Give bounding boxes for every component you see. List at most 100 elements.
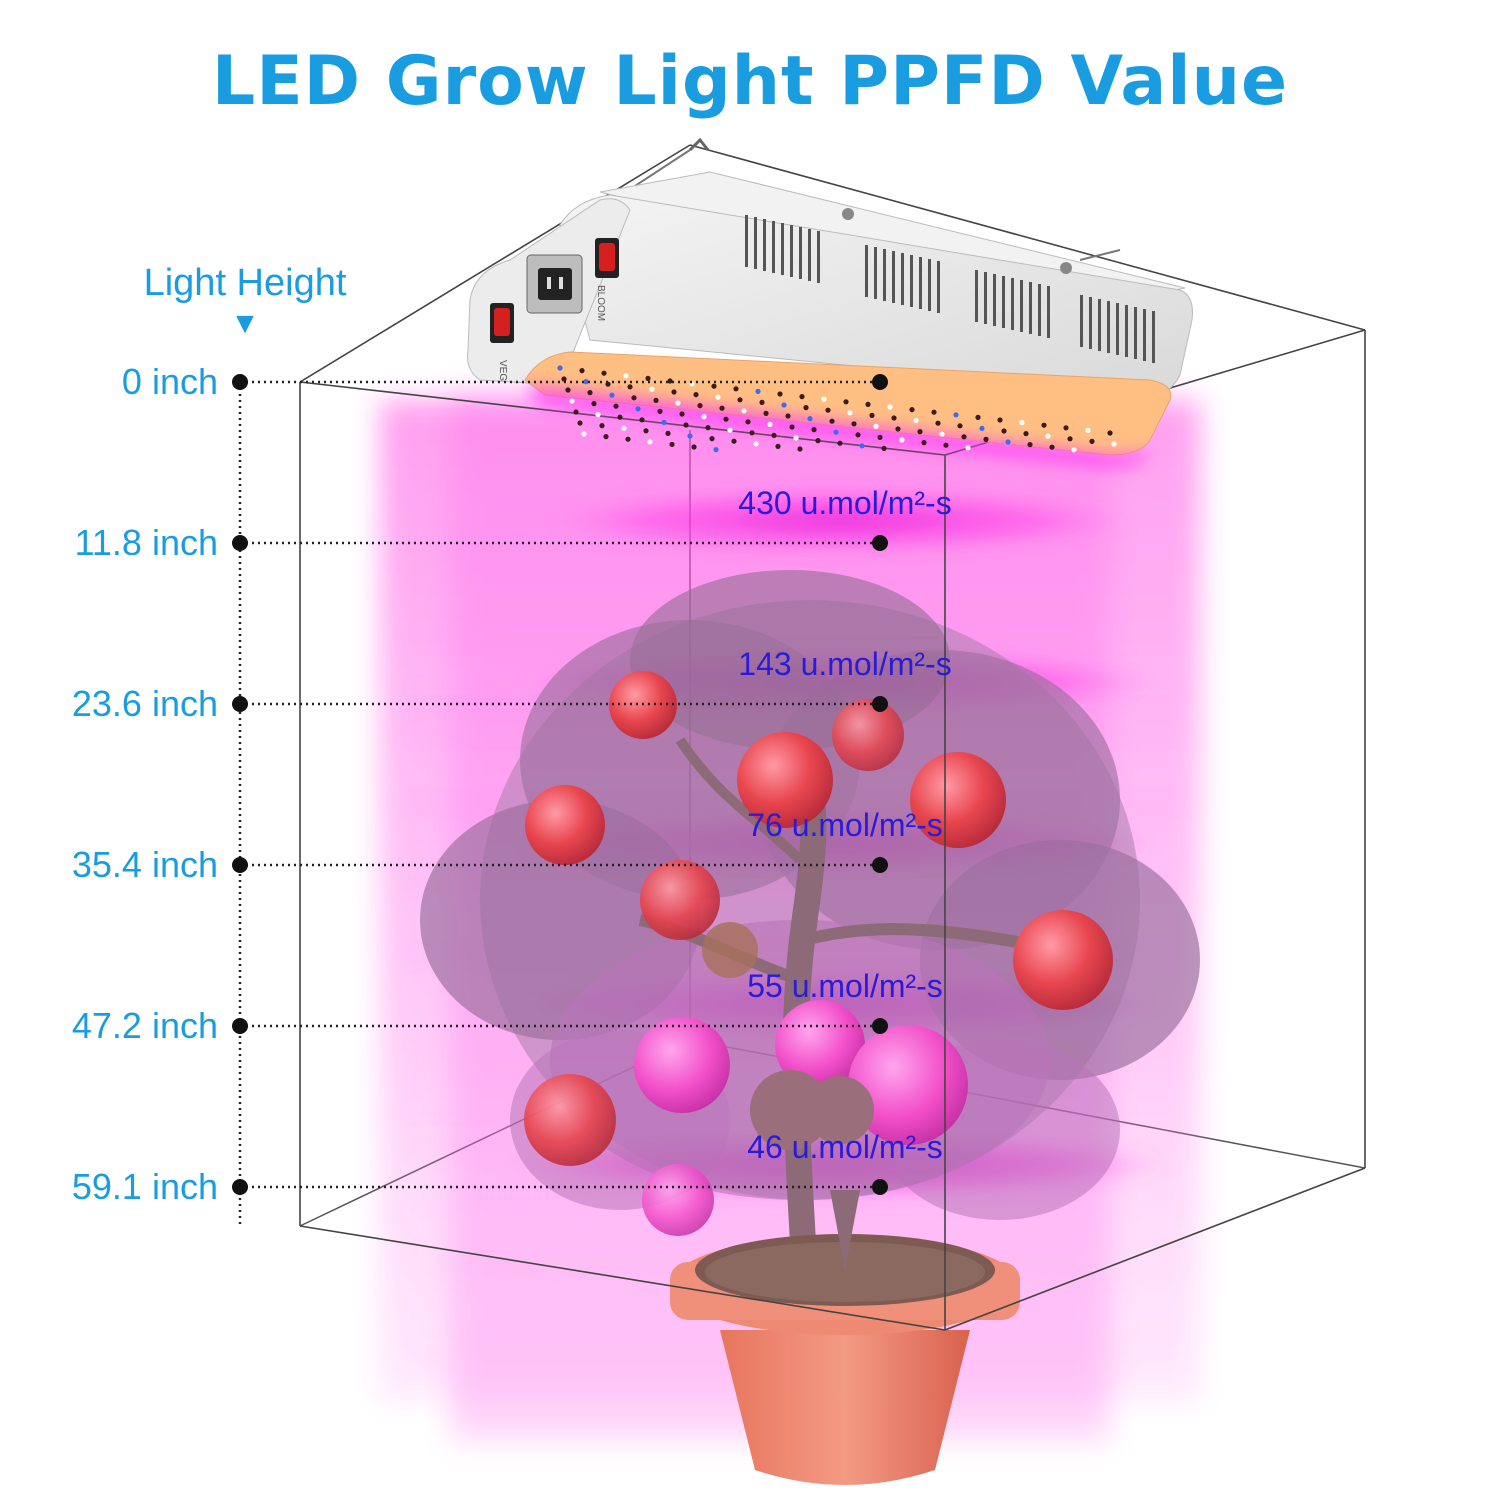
led-dot — [691, 444, 697, 450]
led-grow-light: VEG BLOOM — [467, 137, 1193, 467]
vent-slot — [1116, 303, 1119, 355]
led-dot — [715, 394, 721, 400]
led-dot — [785, 413, 791, 419]
vent-slot — [1020, 280, 1023, 332]
led-dot — [727, 427, 733, 433]
led-dot — [679, 411, 685, 417]
led-dot — [1001, 428, 1007, 434]
page-title: LED Grow Light PPFD Value — [211, 42, 1289, 121]
led-dot — [775, 443, 781, 449]
led-dot — [909, 407, 915, 413]
led-dot — [661, 419, 667, 425]
ppfd-point-dot — [872, 374, 888, 390]
led-dot — [833, 429, 839, 435]
vent-slot — [799, 227, 802, 279]
led-dot — [595, 412, 601, 418]
led-dot — [609, 392, 615, 398]
led-dot — [921, 440, 927, 446]
height-marker-dot — [232, 1179, 248, 1195]
veg-label: VEG — [497, 360, 508, 381]
led-dot — [745, 419, 751, 425]
vent-slot — [910, 255, 913, 307]
vent-slot — [1089, 297, 1092, 349]
led-dot — [869, 412, 875, 418]
led-dot — [671, 389, 677, 395]
led-dot — [939, 431, 945, 437]
vent-slot — [808, 229, 811, 281]
switch-bloom — [595, 238, 619, 278]
vent-slot — [874, 247, 877, 299]
height-marker-dot — [232, 374, 248, 390]
led-dot — [693, 392, 699, 398]
led-dot — [623, 373, 629, 379]
led-dot — [781, 402, 787, 408]
led-dot — [577, 420, 583, 426]
ppfd-point-dot — [872, 857, 888, 873]
height-marker-dot — [232, 535, 248, 551]
led-dot — [583, 379, 589, 385]
led-dot — [1045, 433, 1051, 439]
led-dot — [719, 405, 725, 411]
led-dot — [865, 401, 871, 407]
down-triangle-icon: ▼ — [230, 307, 260, 340]
light-height-header: Light Height ▼ — [120, 262, 370, 341]
led-dot — [625, 436, 631, 442]
ppfd-value-label: 55 u.mol/m²-s — [747, 968, 943, 1004]
led-dot — [997, 417, 1003, 423]
vent-slot — [754, 217, 757, 269]
led-dot — [979, 425, 985, 431]
led-dot — [675, 400, 681, 406]
height-marker-dot — [232, 696, 248, 712]
led-dot — [581, 431, 587, 437]
led-dot — [749, 430, 755, 436]
led-dot — [771, 432, 777, 438]
ppfd-point-dot — [872, 696, 888, 712]
vent-slot — [892, 251, 895, 303]
led-dot — [667, 378, 673, 384]
led-dot — [709, 436, 715, 442]
ppfd-point-dot — [872, 1018, 888, 1034]
led-dot — [601, 370, 607, 376]
led-dot — [793, 435, 799, 441]
height-label: 59.1 inch — [71, 1166, 218, 1207]
vent-slot — [1080, 295, 1083, 347]
tomatoes — [524, 671, 1113, 1236]
led-dot — [687, 433, 693, 439]
vent-slots — [745, 215, 1155, 363]
led-dot — [811, 427, 817, 433]
vent-slot — [781, 223, 784, 275]
led-dot — [815, 438, 821, 444]
led-dot — [711, 383, 717, 389]
vent-slot — [1002, 276, 1005, 328]
height-marker-dot — [232, 857, 248, 873]
led-dot — [753, 441, 759, 447]
bloom-label: BLOOM — [595, 285, 606, 321]
vent-slot — [993, 274, 996, 326]
led-dot — [617, 414, 623, 420]
height-label: 47.2 inch — [71, 1005, 218, 1046]
height-marker-dot — [232, 1018, 248, 1034]
vent-slot — [937, 261, 940, 313]
led-dot — [1023, 431, 1029, 437]
led-dot — [851, 421, 857, 427]
led-dot — [983, 436, 989, 442]
led-dot — [759, 399, 765, 405]
vent-slot — [1029, 282, 1032, 334]
vent-slot — [919, 257, 922, 309]
led-dot — [683, 422, 689, 428]
vent-slot — [975, 270, 978, 322]
led-dot — [837, 440, 843, 446]
led-dot — [961, 434, 967, 440]
led-dot — [821, 396, 827, 402]
ppfd-value-label: 430 u.mol/m²-s — [738, 485, 952, 521]
power-socket — [526, 254, 583, 314]
led-dot — [561, 376, 567, 382]
led-dot — [1067, 436, 1073, 442]
led-dot — [635, 406, 641, 412]
led-dot — [799, 394, 805, 400]
light-height-title: Light Height — [143, 262, 347, 304]
vent-slot — [817, 231, 820, 283]
led-dot — [599, 423, 605, 429]
led-dot — [1049, 444, 1055, 450]
led-dot — [877, 434, 883, 440]
